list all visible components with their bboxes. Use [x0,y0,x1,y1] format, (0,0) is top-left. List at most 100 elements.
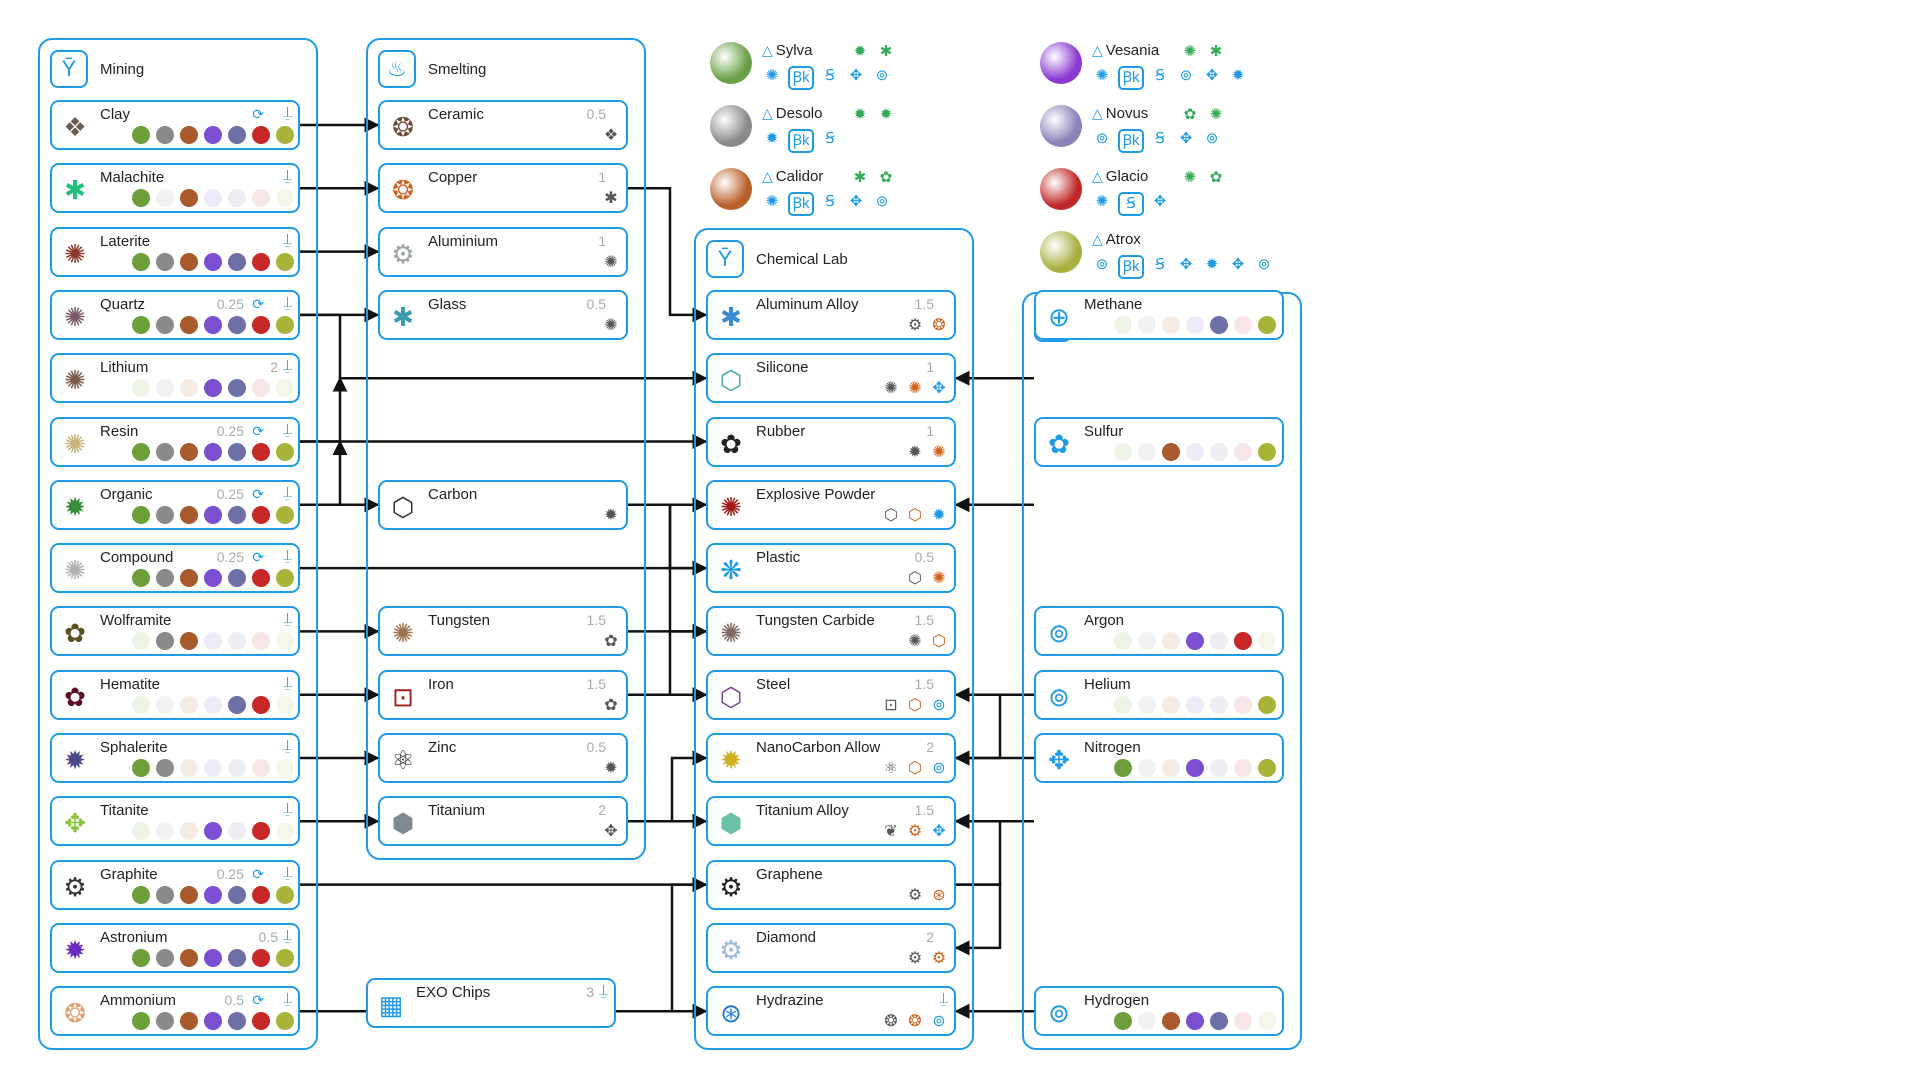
card-helium[interactable]: ⊚Helium [1034,669,1284,720]
lithium-planet-dot [180,379,198,398]
quartz-planet-dot [228,315,246,334]
planet-vesania-ball [1040,42,1082,84]
card-methane[interactable]: ⊕Methane [1034,289,1284,340]
clay-planet-dot [180,126,198,144]
organic-planet-dot [156,505,174,524]
hematite-icon: ✿ [64,681,86,712]
hydrogen-planet-dot [1162,1012,1180,1031]
clay-planet-dot [252,126,270,144]
nitrogen-planet-dots [1114,759,1276,777]
card-titanite[interactable]: ✥Titanite⍊ [50,796,300,847]
smelting-column [366,38,646,860]
sphalerite-planet-dot [228,759,246,777]
silicone-ingredients: ✺✺✥ [882,380,948,398]
ammonium-recycle-icon: ⟳ [252,992,264,1009]
card-nitrogen[interactable]: ✥Nitrogen [1034,733,1284,783]
card-sulfur[interactable]: ✿Sulfur [1034,416,1284,467]
planet-atrox-ball [1040,231,1082,273]
resource-icon: ✿ [879,169,893,186]
card-sphalerite[interactable]: ✹Sphalerite⍊ [50,733,300,783]
sphalerite-planet-dot [276,759,294,777]
hydrogen-name: Hydrogen [1084,992,1150,1010]
card-wolframite[interactable]: ✿Wolframite⍊ [50,606,300,657]
gas-icon: ✥ [1153,193,1167,210]
lithium-icon: ✺ [64,365,86,396]
tungsten-qty: 1.5 [586,612,606,629]
laterite-drill-icon: ⍊ [282,230,292,248]
card-explosive[interactable]: ✺Explosive Powder⬡⬡✹ [706,479,956,530]
card-argon[interactable]: ⊚Argon [1034,606,1284,657]
card-hydrogen[interactable]: ⊚Hydrogen [1034,986,1284,1037]
nanocarbon-ingredient-icon: ⚛ [883,760,899,777]
ammonium-planet-dot [252,1012,270,1031]
malachite-planet-dot [228,189,246,208]
malachite-planet-dot [276,189,294,208]
planet-sylva-name: △Sylva [762,42,812,59]
card-graphene[interactable]: ⚙Graphene⚙⊛ [706,859,956,910]
compound-planet-dot [228,569,246,588]
malachite-planet-dots [132,189,294,208]
resource-icon: ✱ [879,43,893,60]
titanite-planet-dot [180,822,198,841]
card-malachite[interactable]: ✱Malachite⍊ [50,163,300,214]
graphene-icon: ⚙ [719,871,743,902]
quartz-qty: 0.25 [216,295,244,312]
wolframite-planet-dot [204,632,222,651]
planet-type-icon: △ [1092,105,1103,121]
tcarbide-name: Tungsten Carbide [756,612,875,630]
organic-planet-dot [132,505,150,524]
gas-icon: Ꞩ [825,193,835,210]
ammonium-icon: ❂ [64,998,86,1029]
titanium-icon: ⬢ [391,808,415,839]
titanite-planet-dot [276,822,294,841]
card-clay[interactable]: ❖Clay⟳⍊ [50,100,300,150]
card-carbon[interactable]: ⬡Carbon✹ [378,479,628,530]
planet-desolo-name: △Desolo [762,105,822,122]
sulfur-planet-dot [1258,442,1276,461]
nanocarbon-ingredient-icon: ⊚ [932,760,946,777]
card-laterite[interactable]: ✺Laterite⍊ [50,226,300,277]
hydrazine-drill-icon: ⍊ [938,990,948,1008]
wolframite-icon: ✿ [64,618,86,649]
argon-planet-dot [1114,632,1132,651]
malachite-name: Malachite [100,169,165,187]
graphene-ingredients: ⚙⊛ [906,887,948,905]
card-hydrazine[interactable]: ⊛Hydrazine⍊❂❂⊚ [706,986,956,1037]
graphite-planet-dot [276,885,294,904]
gas-icon: Ꞩ [1155,256,1165,273]
glass-ingredient-icon: ✺ [604,316,618,334]
planet-novus-name: △Novus [1092,105,1148,122]
iron-ingredients: ✿ [602,697,620,715]
gas-icon: ✥ [1231,256,1245,273]
card-hematite[interactable]: ✿Hematite⍊ [50,669,300,720]
methane-planet-dot [1234,315,1252,334]
plastic-icon: ❋ [720,555,742,586]
alalloy-ingredient-icon: ⚙ [907,316,923,334]
